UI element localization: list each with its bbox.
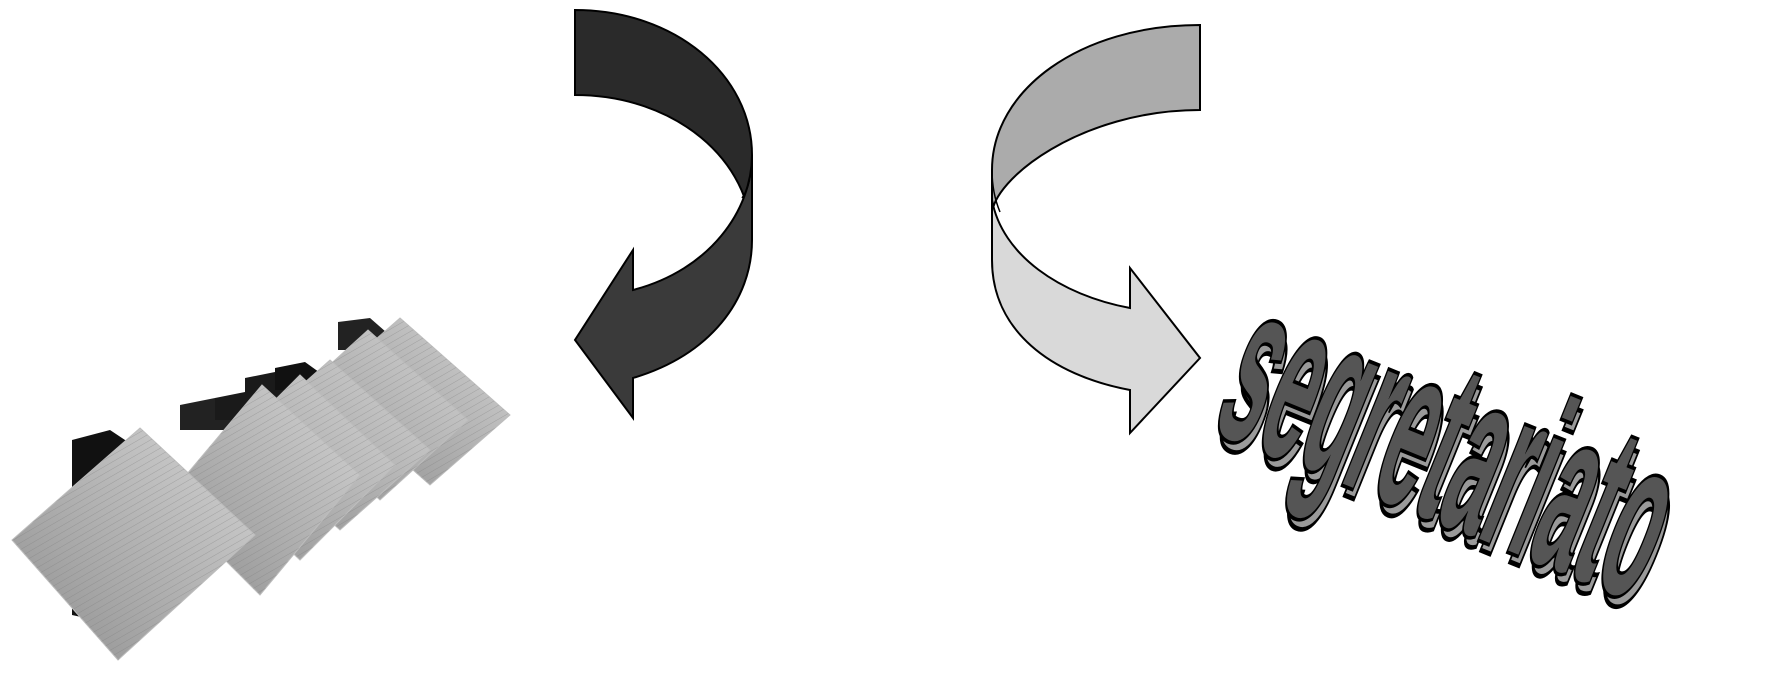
arrow-front-band xyxy=(575,155,752,418)
document-stack-icon xyxy=(12,318,510,660)
curved-arrow-down-right-icon xyxy=(992,25,1200,433)
arrow-front-band xyxy=(992,170,1200,433)
wordart-segretariato: segretariato segretariato xyxy=(1187,237,1718,658)
arrow-back-band xyxy=(992,25,1200,215)
arrow-back-band xyxy=(575,10,752,240)
curved-arrow-down-left-icon xyxy=(575,10,752,418)
